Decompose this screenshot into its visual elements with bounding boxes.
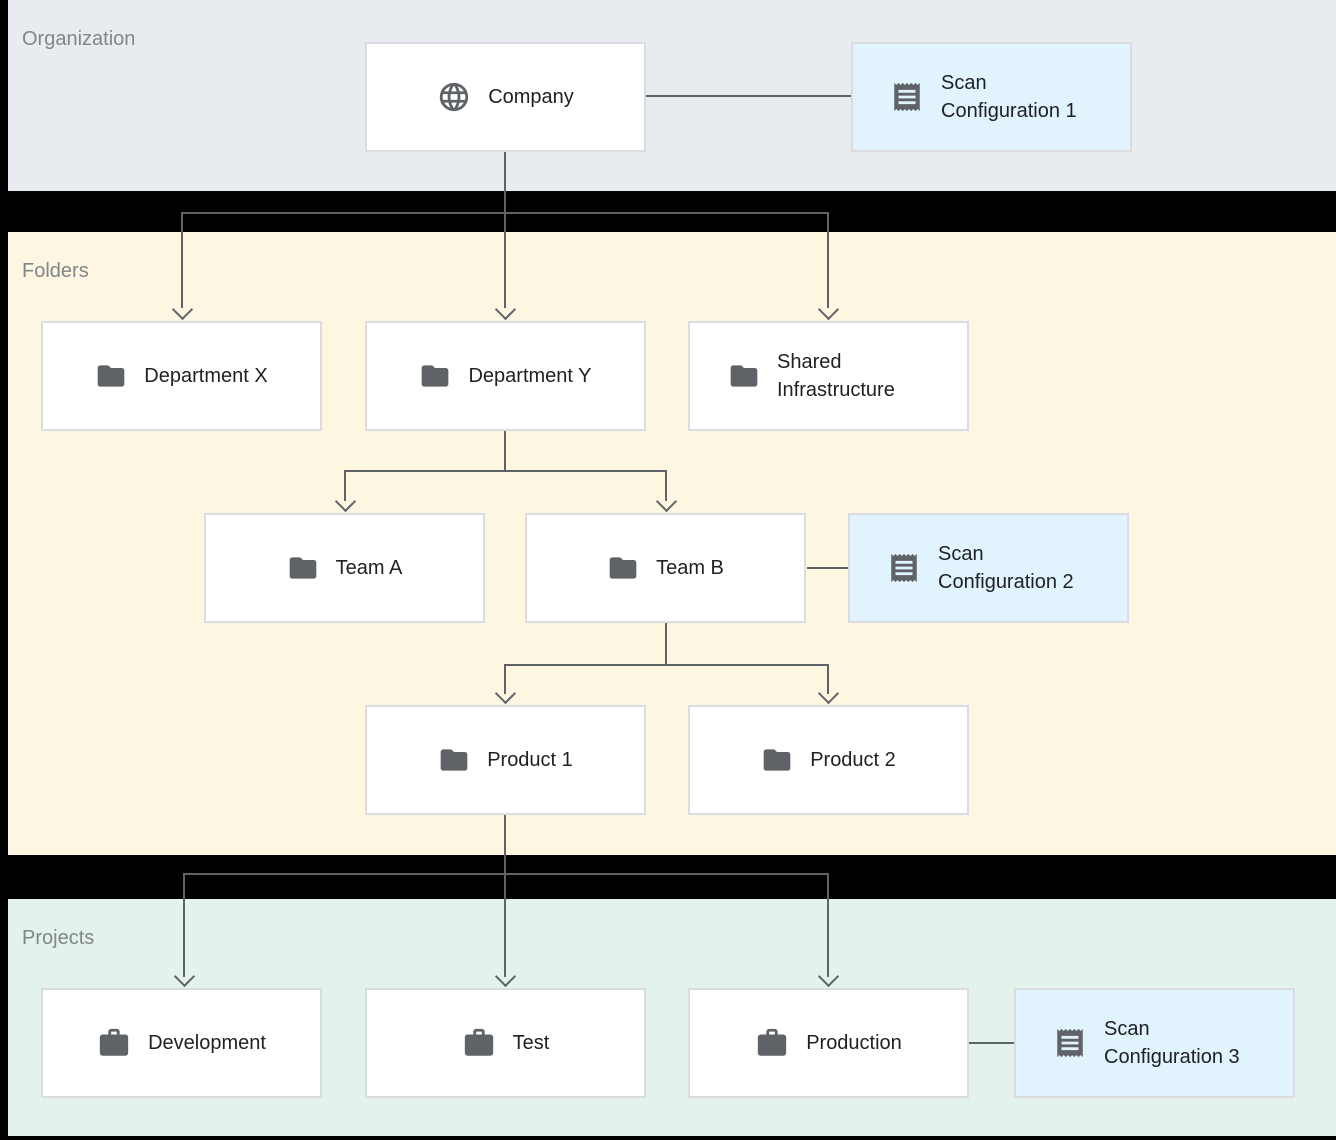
node-label: Scan Configuration 3: [1104, 1018, 1240, 1068]
connector-production-scan3: [969, 1042, 1014, 1044]
briefcase-icon: [755, 1026, 789, 1060]
node-scan-configuration-1: Scan Configuration 1: [851, 42, 1132, 152]
node-label: Team B: [656, 557, 724, 579]
node-test: Test: [365, 988, 646, 1098]
folder-icon: [287, 552, 319, 584]
connector-drop-shared-infrastructure: [827, 213, 829, 308]
node-label: Scan Configuration 1: [941, 72, 1077, 122]
receipt-icon: [887, 551, 921, 585]
connector-drop-department-x: [181, 213, 183, 308]
node-label: Test: [512, 1032, 550, 1054]
connector-drop-team-a: [344, 471, 346, 501]
node-company: Company: [365, 42, 646, 152]
folder-icon: [438, 744, 470, 776]
node-development: Development: [41, 988, 322, 1098]
folder-icon: [761, 744, 793, 776]
folder-icon: [728, 360, 760, 392]
connector-team-b-scan2: [807, 567, 848, 569]
node-department-x: Department X: [41, 321, 322, 431]
node-label: Department Y: [468, 365, 592, 387]
node-label: Product 2: [810, 749, 896, 771]
organization-band-label: Organization: [22, 28, 136, 50]
node-label: Scan Configuration 2: [938, 543, 1074, 593]
connector-team-b-down: [665, 623, 667, 666]
connector-drop-development: [183, 874, 185, 977]
connector-department-y-down: [504, 431, 506, 472]
node-label: Team A: [335, 557, 403, 579]
connector-product-branch: [504, 664, 829, 666]
connector-project-branch: [183, 873, 829, 875]
node-team-a: Team A: [204, 513, 485, 623]
connector-drop-team-b: [665, 471, 667, 501]
connector-company-scan1: [646, 95, 851, 97]
folder-icon: [607, 552, 639, 584]
connector-drop-product-2: [827, 665, 829, 694]
node-label: Department X: [144, 365, 268, 387]
node-label: Development: [148, 1032, 266, 1054]
receipt-icon: [890, 80, 924, 114]
folder-icon: [95, 360, 127, 392]
node-product-2: Product 2: [688, 705, 969, 815]
connector-drop-product-1: [504, 665, 506, 694]
connector-company-down: [504, 152, 506, 308]
node-label: Product 1: [487, 749, 573, 771]
node-production: Production: [688, 988, 969, 1098]
node-team-b: Team B: [525, 513, 806, 623]
node-label: Shared Infrastructure: [777, 351, 895, 401]
folder-icon: [419, 360, 451, 392]
node-product-1: Product 1: [365, 705, 646, 815]
connector-product-1-down: [504, 815, 506, 977]
node-shared-infrastructure: Shared Infrastructure: [688, 321, 969, 431]
connector-team-branch: [344, 470, 667, 472]
briefcase-icon: [97, 1026, 131, 1060]
node-label: Production: [806, 1032, 902, 1054]
connector-drop-production: [827, 874, 829, 977]
receipt-icon: [1053, 1026, 1087, 1060]
folders-band-label: Folders: [22, 260, 89, 282]
projects-band-label: Projects: [22, 927, 95, 949]
globe-icon: [437, 80, 471, 114]
briefcase-icon: [462, 1026, 496, 1060]
node-scan-configuration-3: Scan Configuration 3: [1014, 988, 1295, 1098]
node-scan-configuration-2: Scan Configuration 2: [848, 513, 1129, 623]
connector-org-branch: [181, 212, 829, 214]
node-label: Company: [488, 86, 574, 108]
node-department-y: Department Y: [365, 321, 646, 431]
